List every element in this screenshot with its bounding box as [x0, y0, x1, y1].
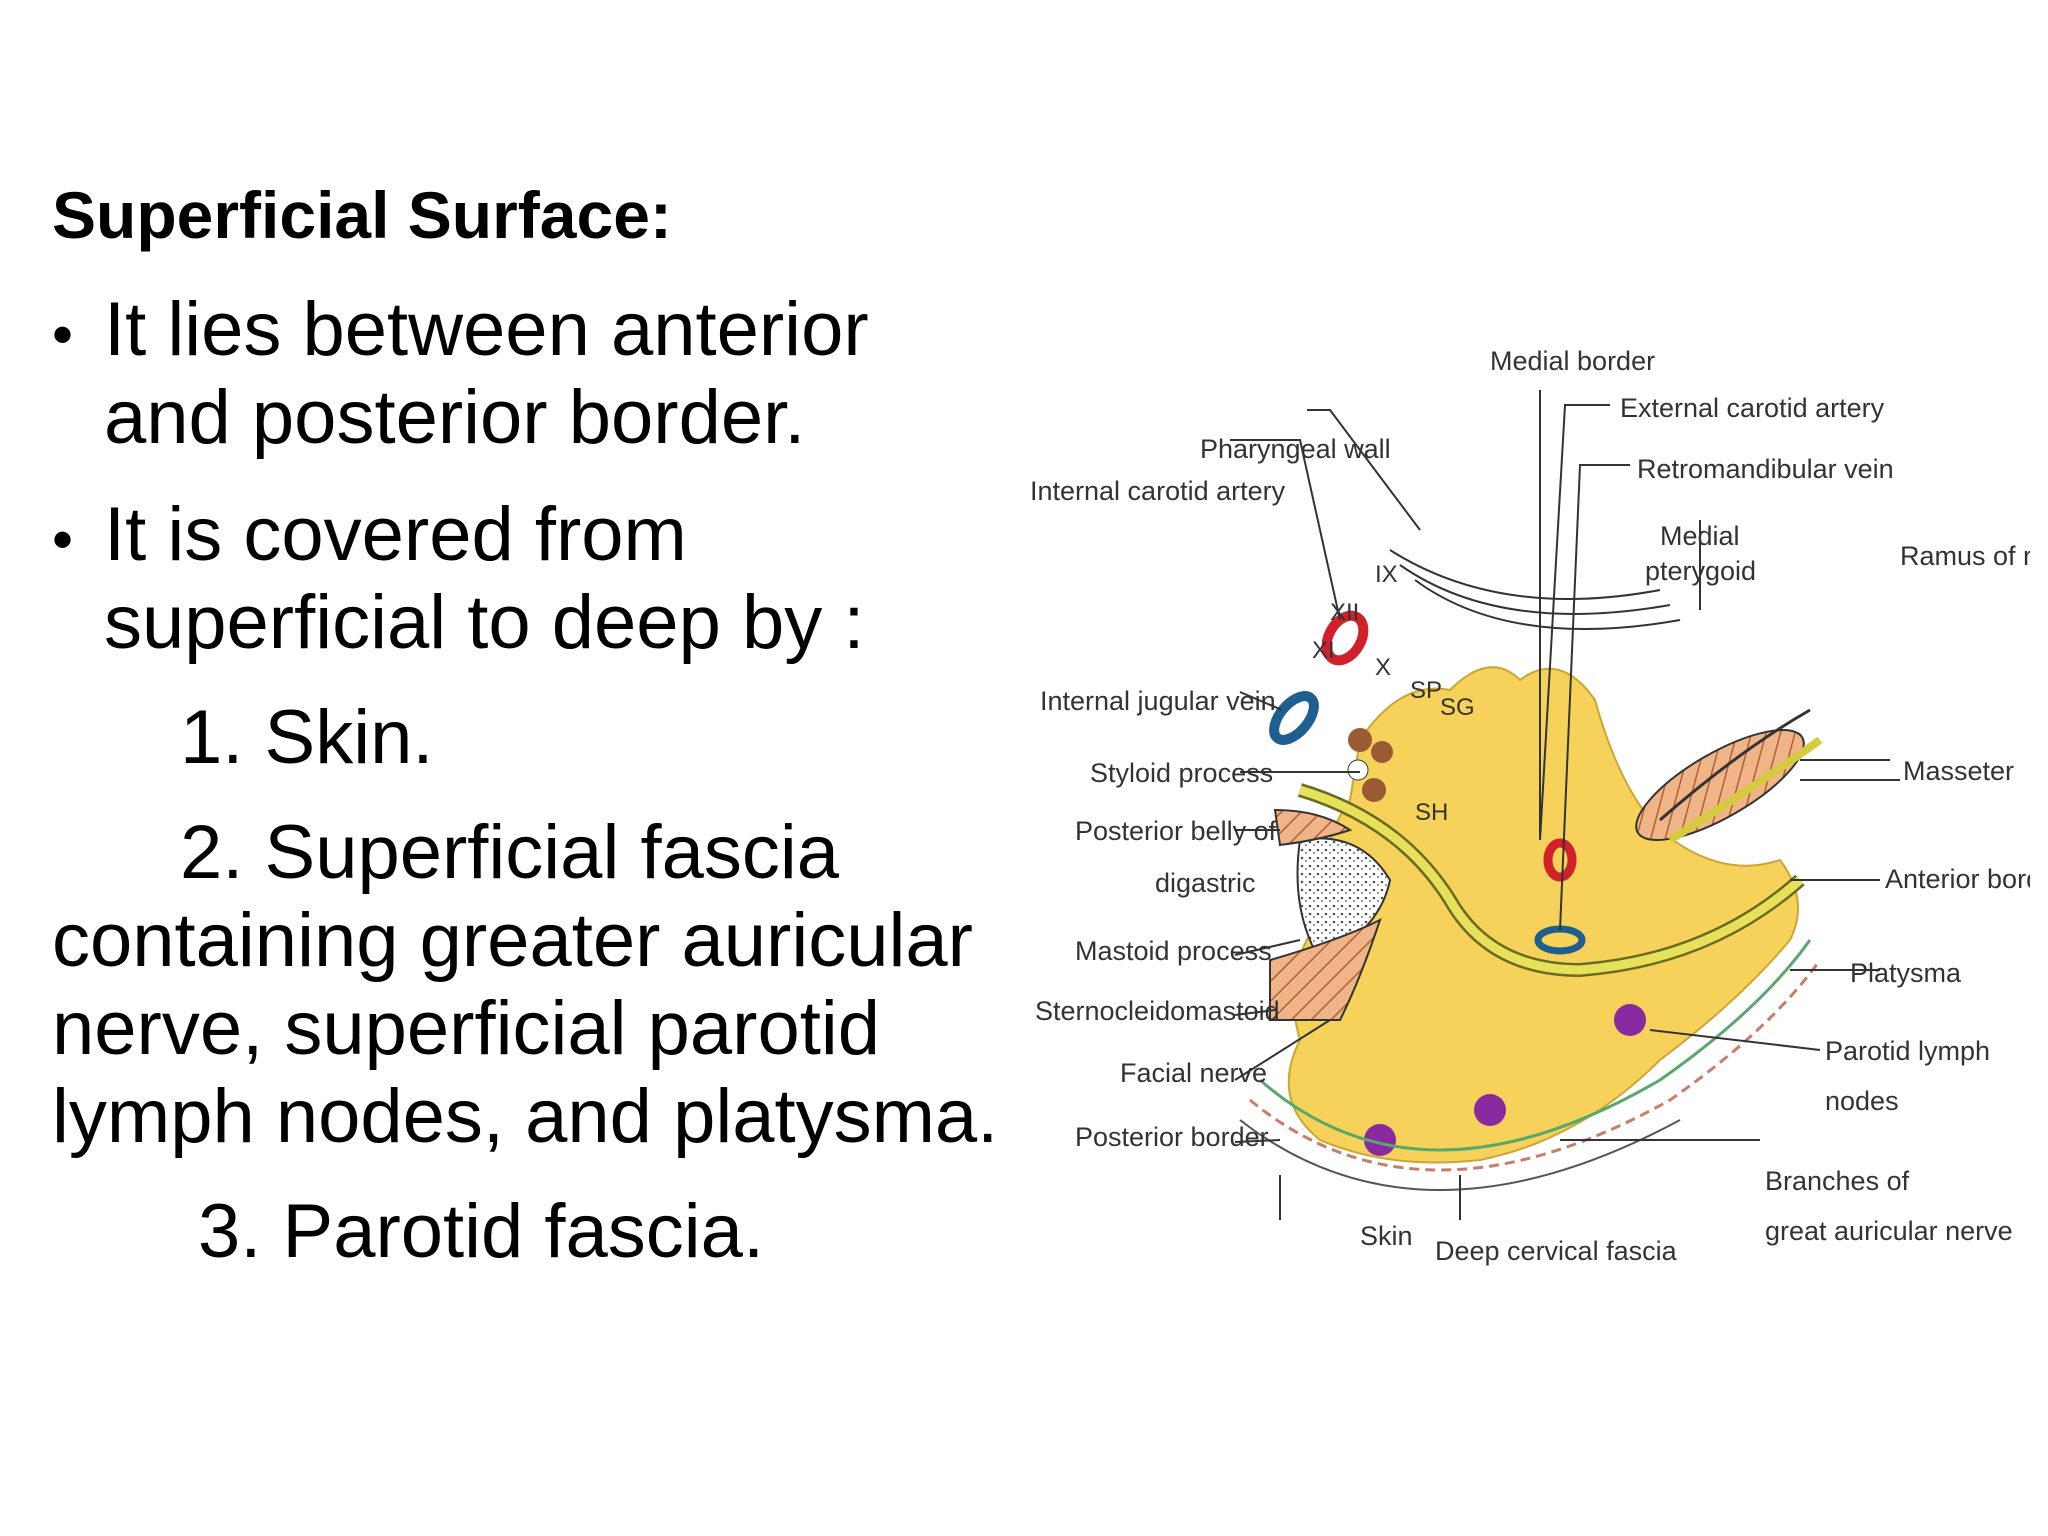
external-carotid-artery-shape: [1543, 838, 1577, 882]
leader-lines: [1230, 390, 1900, 1220]
diagram-labels: Medial border External carotid artery Re…: [1030, 346, 2030, 1266]
label-retromandibular-vein: Retromandibular vein: [1637, 454, 1894, 484]
sternocleidomastoid-shape: [1269, 918, 1382, 1021]
label-masseter: Masseter: [1903, 756, 2014, 786]
parotid-cross-section-diagram: Medial border External carotid artery Re…: [1020, 320, 2030, 1300]
label-external-carotid-artery: External carotid artery: [1620, 393, 1885, 423]
label-pharyngeal-wall: Pharyngeal wall: [1200, 434, 1391, 464]
bullet-1-line-2: and posterior border.: [104, 375, 806, 460]
bullet-dot-2: •: [52, 506, 74, 573]
label-sg: SG: [1440, 694, 1475, 721]
label-medial-pterygoid-2: pterygoid: [1645, 556, 1756, 586]
label-anterior-border: Anterior border: [1885, 864, 2030, 894]
digastric-muscle-shape: [1273, 808, 1353, 847]
label-posterior-belly-1: Posterior belly of: [1075, 816, 1277, 846]
label-branches-2: great auricular nerve: [1765, 1216, 2013, 1246]
bullet-1-line-1: It lies between anterior: [104, 287, 869, 372]
item-superficial-fascia-line-3: nerve, superficial parotid: [52, 986, 880, 1071]
label-posterior-belly-2: digastric: [1155, 868, 1256, 898]
label-medial-border: Medial border: [1490, 346, 1655, 376]
label-x: X: [1375, 654, 1391, 681]
pharyngeal-wall-shape: [1389, 549, 1681, 630]
parotid-lymph-nodes: [1364, 1004, 1646, 1156]
item-superficial-fascia-line-4: lymph nodes, and platysma.: [52, 1074, 999, 1159]
label-parotid-lymph-2: nodes: [1825, 1086, 1899, 1116]
styloid-process-shapes: [1347, 728, 1393, 802]
label-internal-carotid-artery: Internal carotid artery: [1030, 476, 1286, 506]
masseter-shape: [1667, 736, 1823, 844]
medial-pterygoid-shape: [1635, 729, 1805, 841]
item-superficial-fascia-line-1: 2. Superficial fascia: [180, 810, 839, 895]
slide-text: Superficial Surface: • It lies between a…: [0, 0, 1000, 1536]
label-skin: Skin: [1360, 1221, 1413, 1251]
label-xii: XII: [1330, 599, 1359, 626]
label-sternocleidomastoid: Sternocleidomastoid: [1035, 996, 1280, 1026]
slide-heading: Superficial Surface:: [52, 178, 672, 252]
item-skin: 1. Skin.: [180, 695, 434, 780]
ramus-shape: [1659, 708, 1811, 822]
internal-jugular-vein-shape: [1269, 691, 1319, 745]
bullet-2-line-1: It is covered from: [104, 492, 687, 577]
label-xi: XI: [1312, 637, 1335, 664]
label-styloid-process: Styloid process: [1090, 758, 1273, 788]
label-internal-jugular-vein: Internal jugular vein: [1040, 686, 1276, 716]
bullet-2-line-2: superficial to deep by :: [104, 580, 865, 665]
label-platysma: Platysma: [1850, 958, 1962, 988]
internal-carotid-artery-shape: [1321, 610, 1369, 666]
item-superficial-fascia-line-2: containing greater auricular: [52, 898, 973, 983]
label-posterior-border: Posterior border: [1075, 1122, 1269, 1152]
label-sh: SH: [1415, 799, 1448, 826]
label-parotid-lymph-1: Parotid lymph: [1825, 1036, 1990, 1066]
label-deep-cervical-fascia: Deep cervical fascia: [1435, 1236, 1678, 1266]
label-ix: IX: [1375, 561, 1398, 588]
label-medial-pterygoid-1: Medial: [1660, 521, 1740, 551]
item-parotid-fascia: 3. Parotid fascia.: [198, 1189, 765, 1274]
label-facial-nerve: Facial nerve: [1120, 1058, 1267, 1088]
label-sp: SP: [1410, 677, 1442, 704]
skin-layers: [1239, 939, 1822, 1191]
bullet-dot-1: •: [52, 301, 74, 368]
label-ramus: Ramus of r: [1900, 541, 2030, 571]
label-mastoid-process: Mastoid process: [1075, 936, 1272, 966]
label-branches-1: Branches of: [1765, 1166, 1910, 1196]
